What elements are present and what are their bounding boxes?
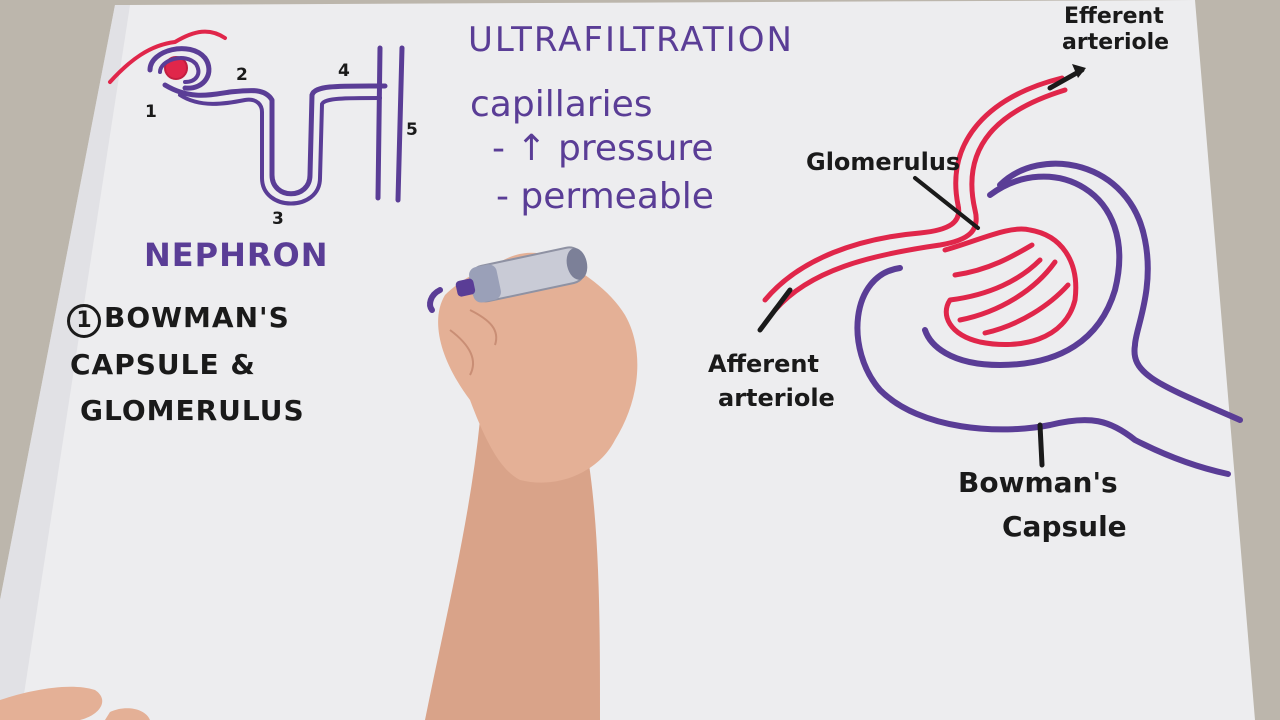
efferent-label-line2: arteriole [1062,30,1170,55]
nephron-capsule [147,46,212,91]
hand-with-marker [425,246,638,720]
section-heading-line2: CAPSULE & [70,348,256,381]
capsule-bottom [854,265,1231,477]
forearm [425,420,600,720]
nephron-number-4: 4 [338,61,350,81]
bottom-left-fingertip [105,708,150,720]
marker-end-cap [566,248,588,280]
marker-band [469,264,501,303]
capsule-inner [922,173,1123,368]
nephron-number-3: 3 [272,209,284,229]
bowman-label-line2: Capsule [1002,510,1127,543]
afferent-pointer [757,287,793,333]
whiteboard-shade [0,5,130,720]
afferent-label-line1: Afferent [708,350,819,378]
nephron-number-1: 1 [145,102,157,122]
nephron-label: NEPHRON [144,236,329,274]
nephron-duct-2 [395,45,405,203]
capsule-outer [997,160,1243,423]
nephron-proximal [162,82,388,197]
efferent-vessel-outer [772,87,1068,313]
section-number: 1 [67,304,101,338]
hand [438,252,638,483]
glomerulus-label: Glomerulus [806,148,961,176]
glomerulus-loops [942,226,1079,347]
nephron-duct-1 [375,45,383,201]
nephron-numbers: 1 2 3 4 5 [145,61,418,229]
nephron-red-vessel [108,29,227,84]
efferent-arrowhead [1072,64,1086,78]
marker-tip [455,278,476,297]
glomerulus-pointer [913,176,980,230]
finger-knuckles [449,309,498,376]
notes-subtitle: capillaries [470,84,653,125]
bowman-pointer [1037,422,1045,468]
efferent-label-line1: Efferent [1064,4,1164,29]
marker-pen [455,246,588,303]
nephron-number-2: 2 [236,65,248,85]
afferent-label-line2: arteriole [718,384,835,412]
bowmans-capsule-diagram [757,64,1243,477]
bowman-label-line1: Bowman's [958,466,1118,499]
nephron-capsule-inner [158,56,201,84]
notes-bullet2: - permeable [496,176,714,217]
fresh-ink-stroke [427,287,443,313]
section-heading-line3: GLOMERULUS [80,394,305,427]
notes-bullet1: - ↑ pressure [492,128,714,169]
notes-title: ULTRAFILTRATION [468,20,794,60]
nephron-sketch [108,29,405,206]
section-heading-line1: BOWMAN'S [104,301,290,334]
efferent-vessel-inner [762,75,1065,303]
nephron-number-5: 5 [406,120,418,140]
bottom-left-fingers [0,686,103,720]
nephron-proximal-inner [178,93,382,206]
